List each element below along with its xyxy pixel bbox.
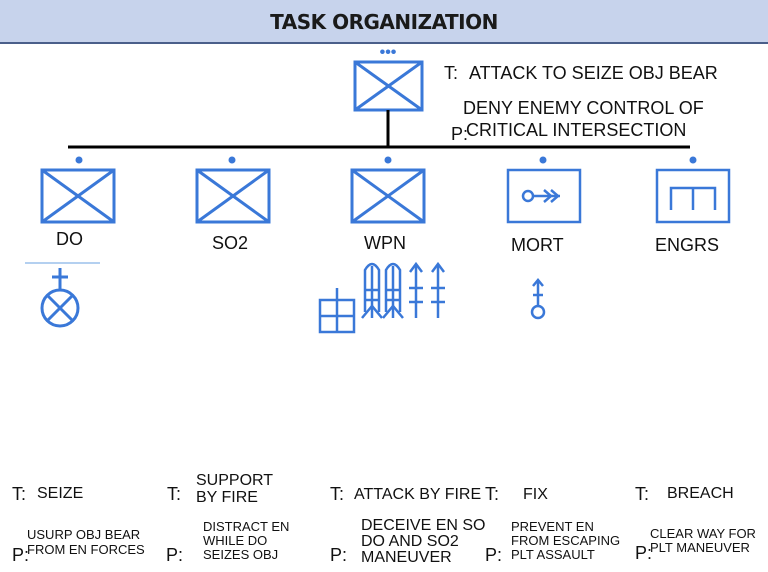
mort-purpose-line2: FROM ESCAPING [511,533,621,548]
so2-task-line2: BY FIRE [196,489,258,506]
unit-label-so2: SO2 [212,233,249,253]
mort-purpose-line1: PREVENT EN [511,519,594,534]
so2-purpose-line3: SEIZES OBJ [203,547,279,562]
wpn-task: ATTACK BY FIRE [354,486,482,503]
hq-purpose-line1: DENY ENEMY CONTROL OF [463,98,704,118]
unit-symbol-mort [506,156,582,224]
engrs-purpose-line2: PLT MANEUVER [650,540,750,555]
so2-purpose-line1: DISTRACT EN [203,519,290,534]
title-bar: TASK ORGANIZATION [0,0,768,44]
unit-label-engrs: ENGRS [655,235,720,255]
so2-purpose-prefix: P: [166,545,184,565]
observer-icon [40,268,80,328]
unit-symbol-wpn [350,156,426,224]
so2-task-line1: SUPPORT [196,472,274,489]
do-task: SEIZE [37,485,84,502]
hq-task: ATTACK TO SEIZE OBJ BEAR [469,63,718,83]
mort-task-prefix: T: [485,484,500,504]
engrs-task-prefix: T: [635,484,650,504]
do-task-prefix: T: [12,484,27,504]
unit-symbol-do [40,156,116,224]
hq-purpose-prefix: P: [451,124,469,144]
do-purpose-line2: FROM EN FORCES [27,542,145,557]
wpn-purpose-line3: MANEUVER [361,549,452,566]
mortar-icon [530,278,546,320]
engrs-task: BREACH [667,485,734,502]
do-purpose-line1: USURP OBJ BEAR [27,527,141,542]
wpn-purpose-prefix: P: [330,545,348,565]
mort-purpose-prefix: P: [485,545,503,565]
mort-task: FIX [523,486,548,503]
so2-task-prefix: T: [167,484,182,504]
unit-symbol-so2 [195,156,271,224]
hq-task-prefix: T: [444,63,459,83]
wpn-purpose-line1: DECEIVE EN SO [361,517,486,534]
unit-label-mort: MORT [511,235,564,255]
weapons-icons [318,261,445,334]
do-purpose-prefix: P: [12,545,30,565]
wpn-task-prefix: T: [330,484,345,504]
hq-purpose-line2: CRITICAL INTERSECTION [466,120,687,140]
engrs-purpose-line1: CLEAR WAY FOR [650,526,756,541]
hq-echelon: ••• [380,44,397,61]
unit-label-wpn: WPN [364,233,406,253]
page-title: TASK ORGANIZATION [270,10,498,34]
so2-purpose-line2: WHILE DO [203,533,268,548]
unit-symbol-engrs [655,156,731,224]
org-connector-lines [68,110,690,149]
engrs-purpose-prefix: P: [635,543,653,563]
mort-purpose-line3: PLT ASSAULT [511,547,595,562]
wpn-purpose-line2: DO AND SO2 [361,533,459,550]
unit-label-do: DO [56,229,83,249]
hq-symbol [353,60,424,112]
